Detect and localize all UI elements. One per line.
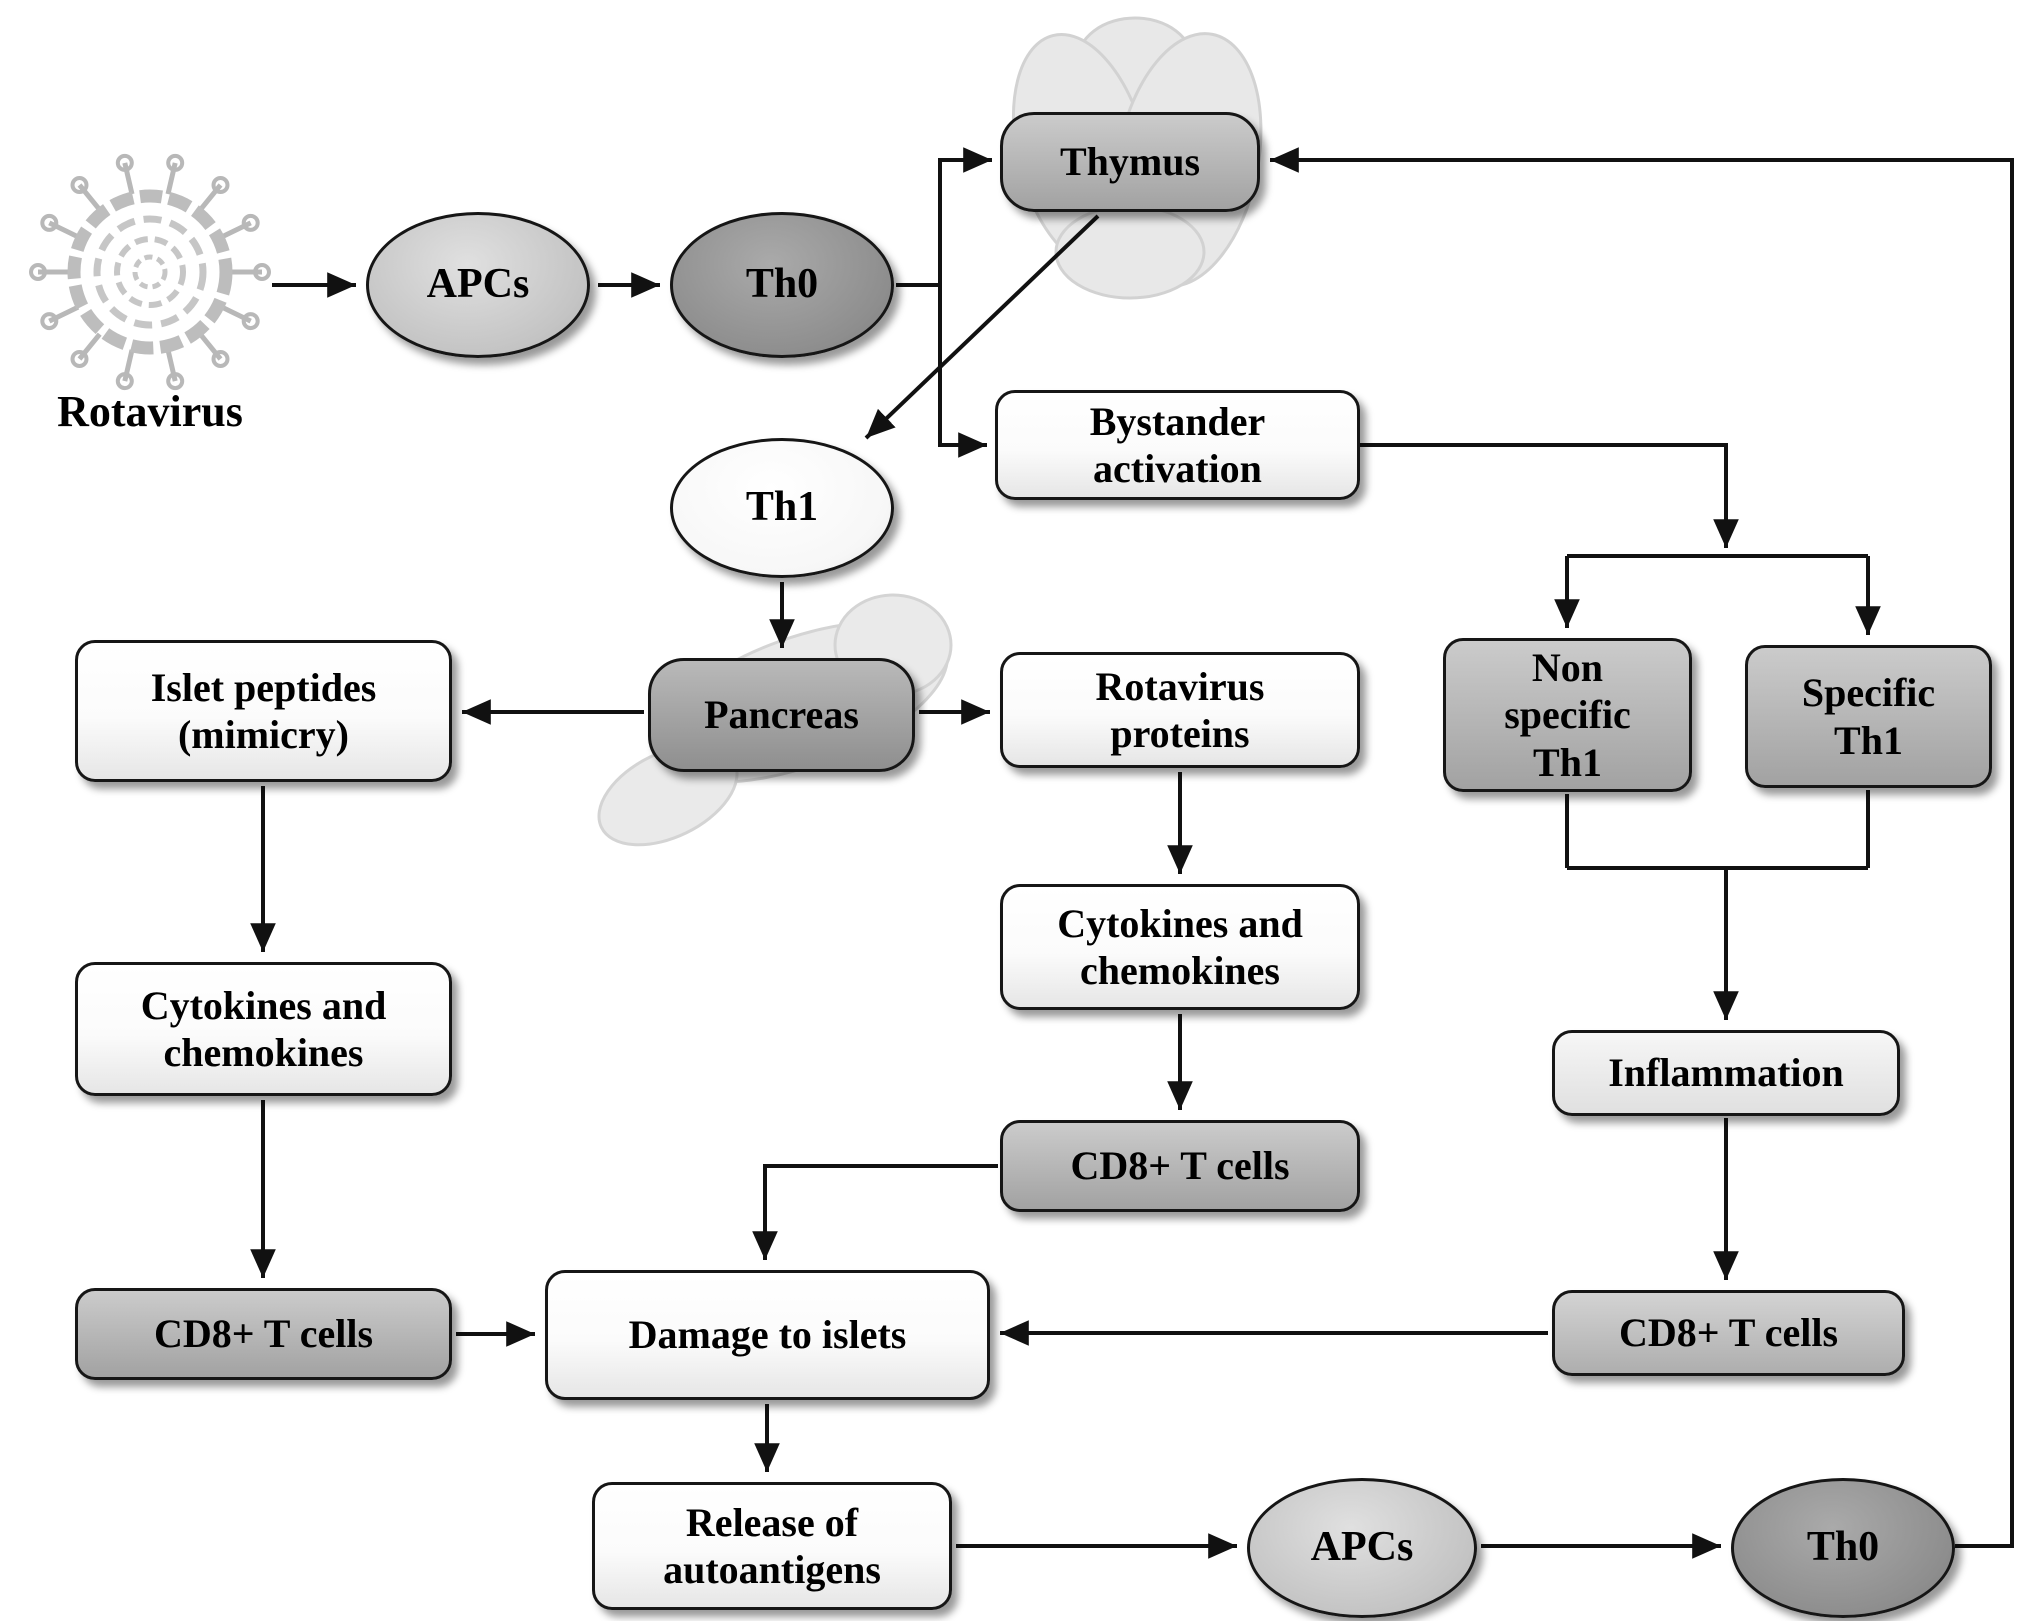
node-pancreas: Pancreas: [648, 658, 915, 772]
node-non-specific-th1: Non specific Th1: [1443, 638, 1692, 792]
node-non-specific-th1-label: Non specific Th1: [1504, 645, 1631, 785]
edge-th0-thymus: [896, 147, 992, 287]
node-release-autoantigens: Release of autoantigens: [592, 1482, 952, 1610]
node-cd8-mid-label: CD8+ T cells: [1070, 1143, 1290, 1189]
node-cytokines-mid-label: Cytokines and chemokines: [1057, 900, 1303, 993]
node-pancreas-label: Pancreas: [704, 692, 859, 738]
node-cytokines-left-label: Cytokines and chemokines: [140, 982, 387, 1075]
node-apcs-top-label: APCs: [426, 261, 530, 308]
node-thymus-label: Thymus: [1059, 139, 1201, 185]
node-th1-label: Th1: [745, 484, 819, 531]
node-inflammation-label: Inflammation: [1608, 1050, 1844, 1096]
edge-bystander-split: [1360, 443, 1739, 548]
node-release-autoantigens-label: Release of autoantigens: [663, 1499, 881, 1592]
node-apcs-bottom: APCs: [1247, 1478, 1477, 1618]
node-cd8-left-label: CD8+ T cells: [153, 1311, 374, 1357]
node-damage-islets-label: Damage to islets: [628, 1312, 907, 1358]
node-thymus: Thymus: [1000, 112, 1260, 212]
node-islet-peptides-label: Islet peptides (mimicry): [150, 664, 377, 757]
node-islet-peptides: Islet peptides (mimicry): [75, 640, 452, 782]
node-specific-th1-label: Specific Th1: [1801, 670, 1936, 763]
edge-th0-bottom-thymus-feedback: [1270, 147, 2014, 1548]
node-bystander-activation-label: Bystander activation: [1089, 398, 1266, 491]
node-cd8-mid: CD8+ T cells: [1000, 1120, 1360, 1212]
node-apcs-bottom-label: APCs: [1310, 1524, 1414, 1571]
rotavirus-caption-label: Rotavirus: [57, 387, 243, 436]
rotavirus-illustration: [29, 153, 271, 391]
node-th1: Th1: [670, 438, 894, 578]
node-th0-top: Th0: [670, 212, 894, 358]
edge-cd8-mid-damage: [752, 1164, 998, 1260]
edge-thymus-th1: [864, 214, 1100, 440]
node-apcs-top: APCs: [366, 212, 590, 358]
node-cd8-right-label: CD8+ T cells: [1618, 1310, 1839, 1356]
node-cytokines-left: Cytokines and chemokines: [75, 962, 452, 1096]
node-damage-islets: Damage to islets: [545, 1270, 990, 1400]
node-th0-bottom: Th0: [1731, 1478, 1955, 1618]
node-specific-th1: Specific Th1: [1745, 645, 1992, 788]
node-rotavirus-proteins: Rotavirus proteins: [1000, 652, 1360, 768]
node-cd8-right: CD8+ T cells: [1552, 1290, 1905, 1376]
node-inflammation: Inflammation: [1552, 1030, 1900, 1116]
node-rotavirus-proteins-label: Rotavirus proteins: [1095, 663, 1265, 756]
node-th0-bottom-label: Th0: [1806, 1524, 1880, 1571]
edge-th0-bystander: [938, 285, 987, 458]
node-th0-top-label: Th0: [745, 261, 819, 308]
node-cd8-left: CD8+ T cells: [75, 1288, 452, 1380]
node-bystander-activation: Bystander activation: [995, 390, 1360, 500]
node-cytokines-mid: Cytokines and chemokines: [1000, 884, 1360, 1010]
rotavirus-caption: Rotavirus: [15, 386, 285, 438]
